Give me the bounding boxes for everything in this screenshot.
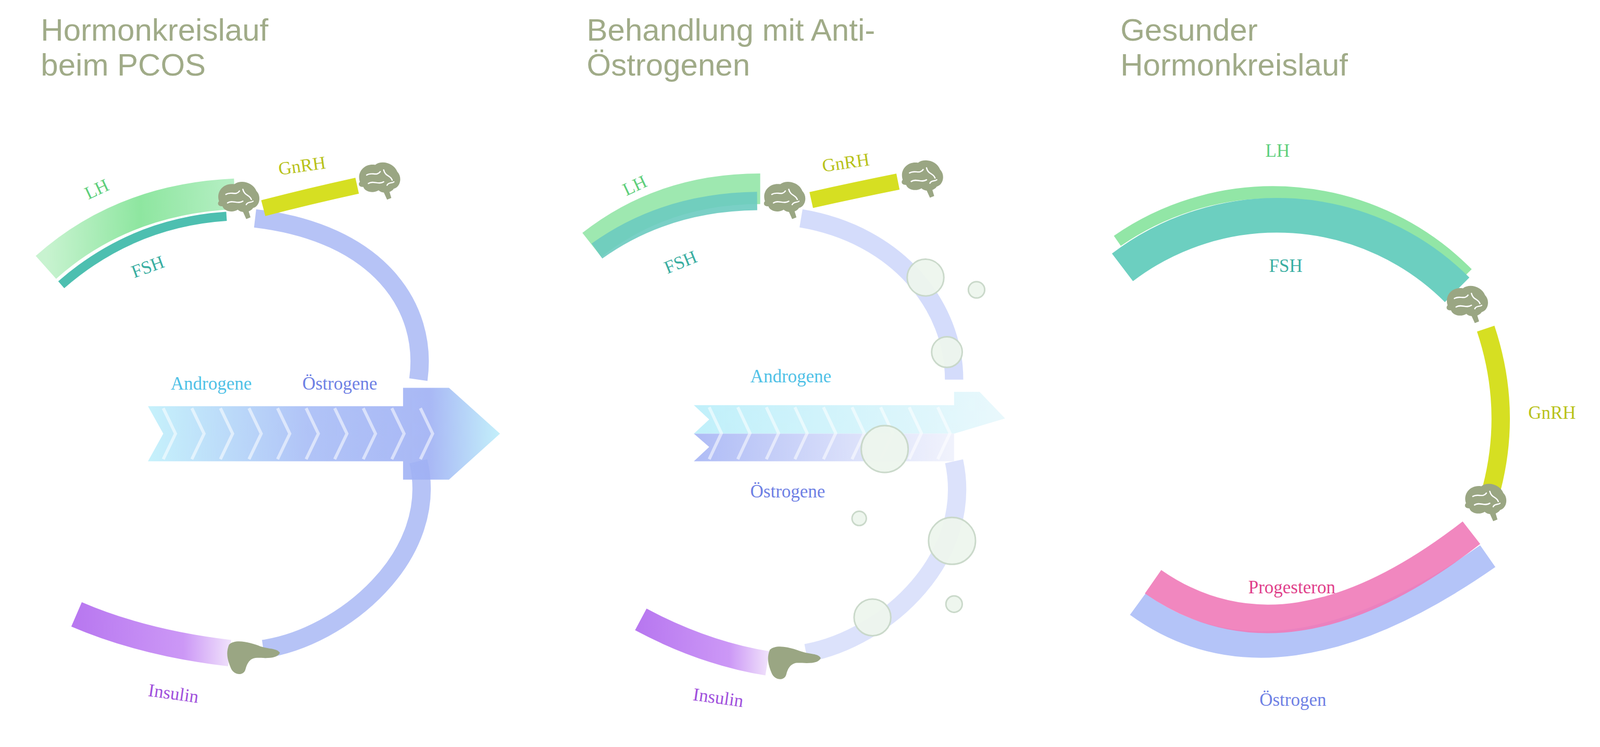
hormone-label: FSH: [1268, 256, 1303, 277]
hormone-label: GnRH: [820, 150, 871, 177]
arrow-chevron: [220, 408, 233, 460]
arrow-chevron: [420, 408, 433, 460]
hormone-label: LH: [81, 175, 113, 205]
hormone-label: Androgene: [750, 366, 832, 387]
panel-title: Hormonkreislauf beim PCOS: [40, 12, 333, 83]
arrow-chevron: [334, 408, 348, 460]
arrow-chevron: [823, 407, 836, 460]
arrow-chevron: [306, 408, 319, 460]
arrow-chevron: [794, 407, 808, 460]
arrow-chevron: [391, 408, 405, 460]
arrow-chevron: [363, 408, 376, 460]
hormone-label: Östrogene: [750, 481, 826, 503]
arrow-chevron: [909, 407, 922, 460]
arrow-chevron: [163, 408, 176, 460]
panel-title: Behandlung mit Anti-Östrogenen: [586, 12, 879, 83]
arrow-chevron: [937, 407, 950, 460]
arrow-chevron: [766, 407, 779, 460]
hormone-label: Insulin: [691, 684, 745, 712]
arrow-chevron: [191, 408, 205, 460]
arrow-chevron: [737, 407, 750, 460]
arrow-chevron: [277, 408, 291, 460]
hormone-label: FSH: [128, 252, 168, 283]
arrow-chevron: [709, 407, 722, 460]
hormone-label: GnRH: [1528, 403, 1576, 424]
hormone-label: Progesteron: [1248, 577, 1336, 598]
hormone-label: LH: [1265, 141, 1291, 162]
hormone-label: FSH: [661, 246, 700, 279]
arrow-chevron: [248, 408, 262, 460]
hormone-label: Insulin: [146, 680, 200, 708]
hormone-label: Östrogene: [302, 373, 378, 394]
hormone-label: GnRH: [277, 153, 328, 180]
hormone-label: Östrogen: [1259, 690, 1327, 711]
hormone-label: Androgene: [170, 373, 253, 394]
panel-title: Gesunder Hormonkreislauf: [1120, 12, 1412, 83]
